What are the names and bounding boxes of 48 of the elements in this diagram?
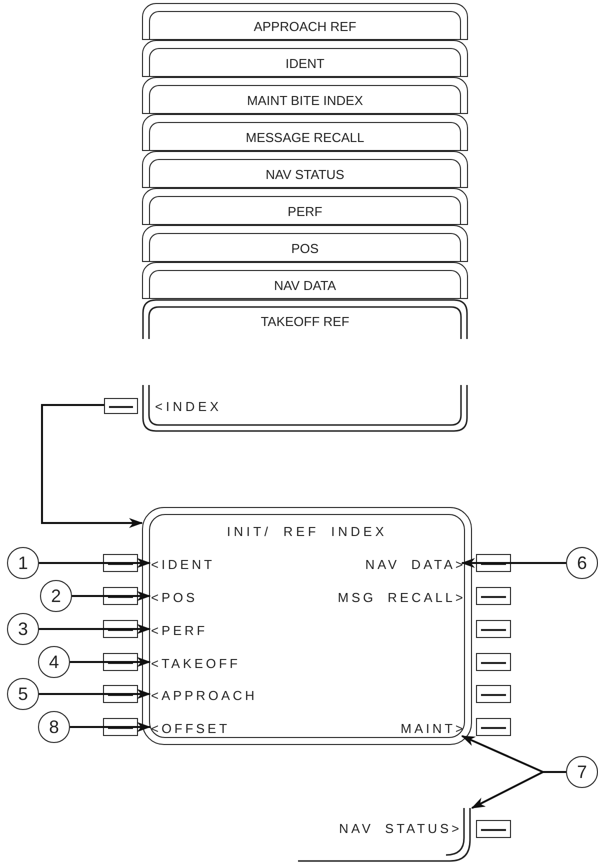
line-select-label: MAINT> bbox=[400, 722, 466, 734]
arrow bbox=[41, 404, 143, 528]
page-title: PERF bbox=[286, 205, 324, 218]
page-title: APPROACH REF bbox=[252, 20, 358, 33]
callout-number: 6 bbox=[566, 547, 598, 579]
display-page bbox=[142, 77, 468, 114]
line-select-label: MSG RECALL> bbox=[338, 590, 466, 604]
line-select-label: <PERF bbox=[151, 624, 208, 636]
page-title: INIT/ REF INDEX bbox=[226, 525, 388, 538]
arrow bbox=[70, 657, 151, 667]
callout-number: 1 bbox=[7, 547, 39, 579]
display-page bbox=[142, 225, 468, 262]
callout-number: 7 bbox=[566, 756, 598, 788]
display-page bbox=[142, 40, 468, 77]
callout-number: 5 bbox=[7, 678, 39, 710]
display-page bbox=[142, 151, 468, 188]
line-select-label: NAV STATUS> bbox=[339, 822, 462, 835]
page-title: NAV DATA bbox=[272, 279, 338, 292]
line-select-label: <APPROACH bbox=[151, 688, 258, 702]
page-title: NAV STATUS bbox=[264, 168, 346, 181]
line-select-key bbox=[104, 398, 138, 414]
line-select-label: <INDEX bbox=[155, 400, 222, 413]
arrow bbox=[72, 591, 151, 601]
callout-number: 3 bbox=[7, 613, 39, 645]
arrow bbox=[461, 558, 566, 568]
line-select-label: <POS bbox=[151, 590, 198, 604]
line-select-label: <IDENT bbox=[151, 558, 215, 570]
arrow bbox=[39, 689, 151, 699]
line-select-label: <OFFSET bbox=[151, 722, 230, 734]
line-select-label: <TAKEOFF bbox=[151, 656, 240, 670]
callout-number: 2 bbox=[40, 580, 72, 612]
page-title: MESSAGE RECALL bbox=[244, 131, 366, 144]
arrow bbox=[39, 558, 151, 568]
page-title: MAINT BITE INDEX bbox=[246, 94, 364, 107]
display-screen bbox=[142, 507, 472, 745]
display-page bbox=[142, 114, 468, 151]
arrow bbox=[471, 771, 566, 809]
line-select-label: NAV DATA> bbox=[365, 558, 466, 570]
callout-number: 8 bbox=[38, 711, 70, 743]
arrow bbox=[70, 722, 151, 732]
display-page bbox=[142, 3, 468, 40]
page-title: POS bbox=[290, 242, 320, 255]
arrow bbox=[39, 624, 151, 634]
display-page bbox=[142, 188, 468, 225]
page-title: TAKEOFF REF bbox=[260, 315, 350, 328]
page-title: IDENT bbox=[284, 57, 326, 70]
display-page bbox=[142, 262, 468, 299]
callout-number: 4 bbox=[38, 646, 70, 678]
